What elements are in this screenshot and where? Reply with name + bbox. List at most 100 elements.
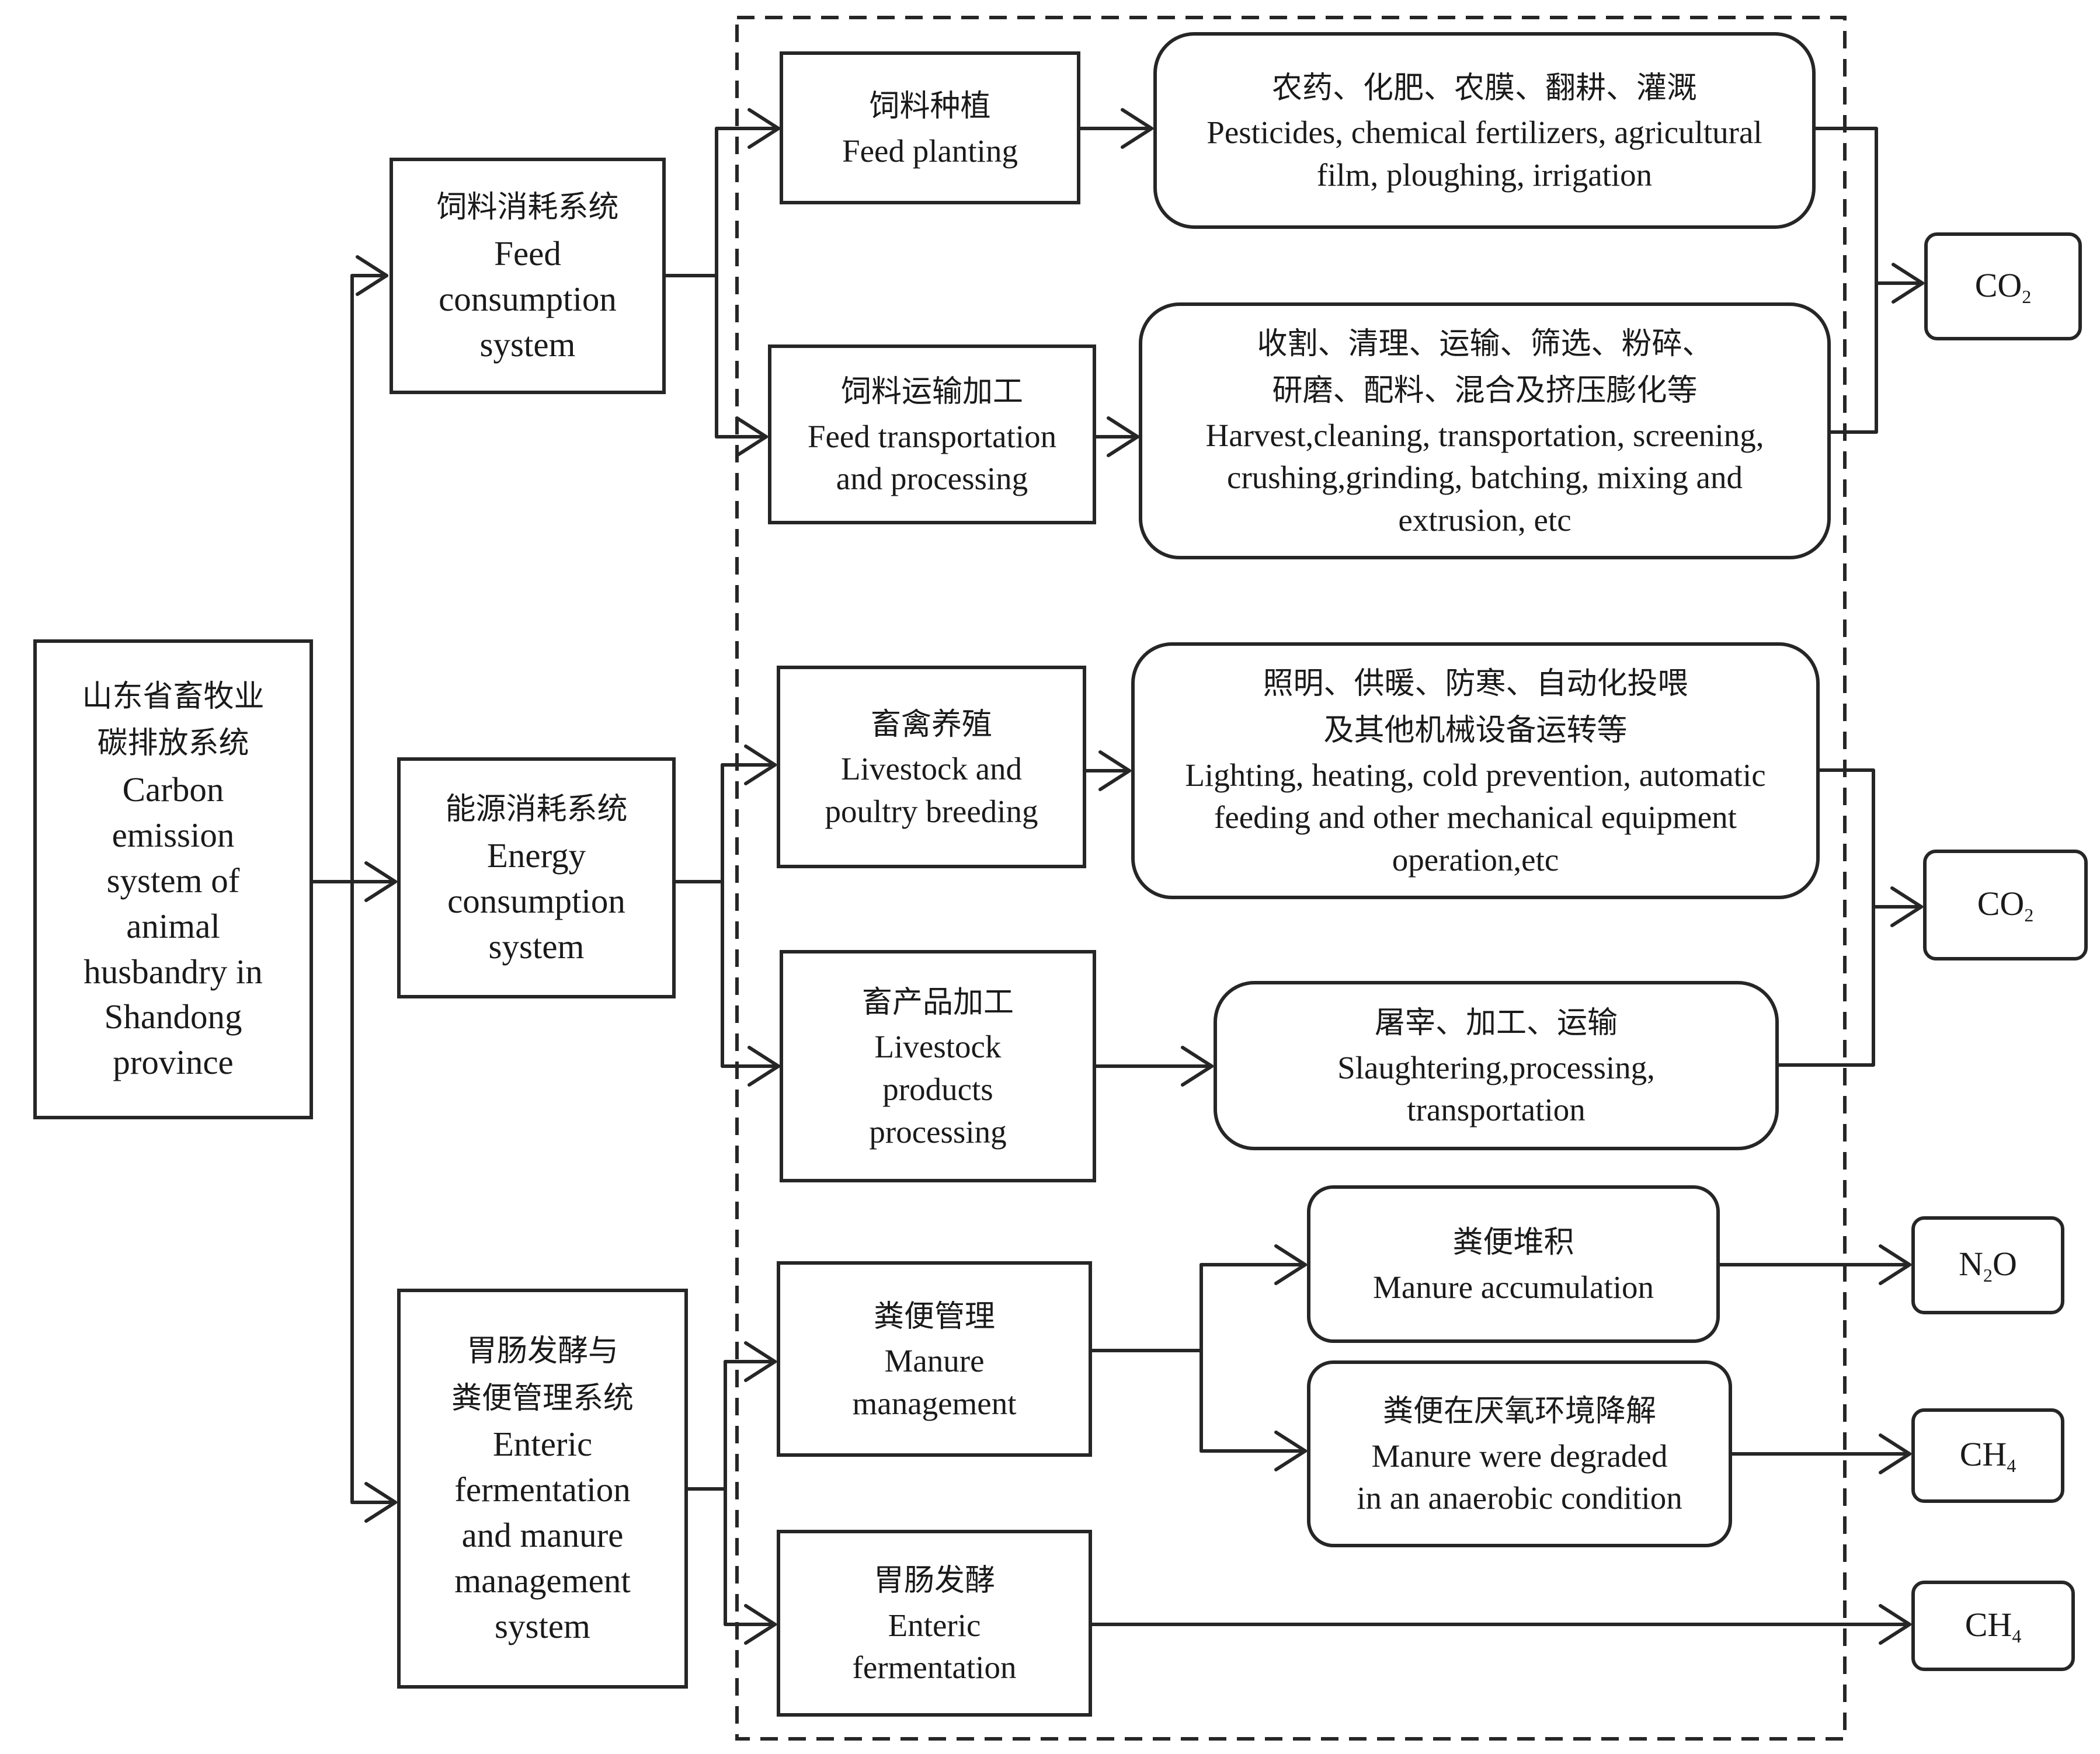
livestock-breeding-box: 畜禽养殖 Livestock and poultry breeding [777, 666, 1086, 868]
planting-inputs-detail-box: 农药、化肥、农膜、翻耕、灌溉 Pesticides, chemical fert… [1153, 32, 1816, 229]
arrowhead [364, 1482, 397, 1523]
feed-transport-processing-box: 饲料运输加工 Feed transportation and processin… [768, 344, 1096, 524]
energy-system-title-zh: 能源消耗系统 [445, 792, 628, 827]
arrowhead [747, 1046, 780, 1087]
enteric-manure-system-box: 胃肠发酵与 粪便管理系统 Enteric fermentation and ma… [397, 1289, 688, 1689]
feed-system-title-en-line-3: system [479, 325, 576, 364]
enteric-fermentation-title-zh: 胃肠发酵 [873, 1563, 995, 1599]
arrowhead [744, 744, 777, 785]
livestock-breeding-title-en-line-1: Livestock and [840, 751, 1023, 787]
enteric-system-title-en-line-1: Enteric [492, 1425, 593, 1464]
planting-detail-en-line-2: film, ploughing, irrigation [1316, 156, 1653, 193]
products-processing-title-en-line-2: products [882, 1071, 993, 1107]
enteric-fermentation-box: 胃肠发酵 Enteric fermentation [777, 1530, 1092, 1717]
arrowhead [1890, 886, 1923, 927]
anaerobic-detail-zh: 粪便在厌氧环境降解 [1382, 1394, 1656, 1429]
enteric-system-title-en-line-2: fermentation [454, 1470, 631, 1509]
co2-label: CO2 [1977, 885, 2034, 926]
energy-system-title-en-line-3: system [488, 927, 585, 966]
arrowhead [1879, 1244, 1911, 1285]
livestock-products-processing-box: 畜产品加工 Livestock products processing [780, 950, 1096, 1182]
feed-transport-title-en-line-1: Feed transportation [807, 418, 1057, 454]
transport-processing-detail-box: 收割、清理、运输、筛选、粉碎、 研磨、配料、混合及挤压膨化等 Harvest,c… [1139, 302, 1831, 559]
root-title-en-line-4: animal [126, 906, 220, 945]
manure-management-title-en-line-2: management [852, 1385, 1017, 1421]
arrowhead [1121, 108, 1153, 149]
co2-output-feed: CO2 [1924, 232, 2082, 340]
n2o-output: N2O [1911, 1216, 2064, 1314]
breeding-detail-zh-line-1: 照明、供暖、防寒、自动化投喂 [1263, 666, 1688, 701]
feed-planting-title-en: Feed planting [842, 133, 1018, 169]
arrowhead [1274, 1244, 1307, 1285]
co2-label: CO2 [1974, 266, 2032, 308]
feed-consumption-system-box: 饲料消耗系统 Feed consumption system [390, 158, 666, 394]
enteric-system-title-en-line-4: management [454, 1561, 631, 1600]
manure-accumulation-box: 粪便堆积 Manure accumulation [1307, 1185, 1720, 1343]
connector-manure-split [1090, 1263, 1203, 1453]
arrowhead [735, 416, 768, 457]
root-title-zh-line-1: 山东省畜牧业 [82, 678, 265, 714]
products-detail-en-line-2: transportation [1407, 1092, 1586, 1128]
arrowhead [744, 1341, 777, 1382]
arrowhead [1181, 1046, 1214, 1087]
root-title-en-line-5: husbandry in [84, 952, 263, 991]
n2o-label: N2O [1959, 1245, 2017, 1286]
root-box: 山东省畜牧业 碳排放系统 Carbon emission system of a… [33, 639, 313, 1119]
transport-detail-en-line-2: crushing,grinding, batching, mixing and [1227, 460, 1743, 496]
root-title-en-line-1: Carbon [122, 770, 224, 809]
dashed-boundary [735, 16, 1847, 1741]
arrowhead [364, 861, 397, 902]
accumulation-detail-en: Manure accumulation [1372, 1269, 1654, 1305]
anaerobic-detail-en-line-2: in an anaerobic condition [1357, 1480, 1682, 1516]
products-processing-title-en-line-1: Livestock [874, 1029, 1002, 1065]
energy-system-title-en-line-2: consumption [447, 881, 625, 920]
breeding-detail-zh-line-2: 及其他机械设备运转等 [1323, 713, 1628, 749]
feed-system-title-zh: 饲料消耗系统 [436, 190, 619, 225]
root-trunk [311, 274, 354, 1504]
enteric-system-title-en-line-5: system [495, 1606, 590, 1645]
arrowhead [1892, 263, 1924, 304]
arrowhead [744, 1604, 777, 1645]
planting-detail-zh: 农药、化肥、农膜、翻耕、灌溉 [1271, 70, 1697, 106]
connector-energy-split [674, 763, 724, 1068]
products-detail-zh: 屠宰、加工、运输 [1374, 1005, 1618, 1041]
breeding-detail-en-line-1: Lighting, heating, cold prevention, auto… [1185, 757, 1766, 793]
arrowhead [1879, 1604, 1911, 1645]
accumulation-detail-zh: 粪便堆积 [1452, 1225, 1574, 1261]
products-processing-title-en-line-3: processing [869, 1113, 1007, 1150]
livestock-breeding-title-en-line-2: poultry breeding [825, 793, 1038, 829]
connector-enteric-split [686, 1360, 727, 1626]
connector-co2-energy-merge [1777, 768, 1923, 1067]
arrowhead [1274, 1431, 1307, 1471]
arrowhead [356, 255, 388, 296]
breeding-detail-en-line-2: feeding and other mechanical equipment [1214, 799, 1737, 836]
energy-system-title-en-line-1: Energy [486, 836, 586, 875]
ch4-output-enteric: CH4 [1911, 1581, 2075, 1671]
manure-management-title-en-line-1: Manure [884, 1343, 985, 1379]
anaerobic-detail-en-line-1: Manure were degraded [1371, 1438, 1668, 1474]
enteric-fermentation-title-en-line-2: fermentation [852, 1649, 1017, 1686]
root-title-en-line-2: emission [112, 815, 235, 854]
manure-management-title-zh: 粪便管理 [873, 1299, 995, 1334]
feed-system-title-en-line-2: consumption [439, 279, 617, 318]
root-title-en-line-3: system of [106, 861, 240, 900]
manure-management-box: 粪便管理 Manure management [777, 1261, 1092, 1457]
enteric-system-title-en-line-3: and manure [461, 1516, 624, 1555]
anaerobic-degradation-box: 粪便在厌氧环境降解 Manure were degraded in an ana… [1307, 1360, 1732, 1547]
breeding-detail-en-line-3: operation,etc [1392, 841, 1559, 878]
feed-system-title-en-line-1: Feed [494, 234, 561, 273]
ch4-label: CH4 [1959, 1435, 2016, 1477]
arrowhead [1107, 416, 1139, 457]
arrowhead [1879, 1433, 1911, 1474]
feed-transport-title-en-line-2: and processing [836, 461, 1028, 497]
feed-planting-box: 饲料种植 Feed planting [780, 51, 1080, 204]
ch4-label: CH4 [1965, 1605, 2022, 1647]
root-title-en-line-7: province [113, 1043, 234, 1082]
breeding-energy-detail-box: 照明、供暖、防寒、自动化投喂 及其他机械设备运转等 Lighting, heat… [1131, 642, 1820, 899]
connector-co2-feed-merge [1814, 127, 1924, 434]
connector-feed-split [664, 127, 718, 439]
ch4-output-manure: CH4 [1911, 1408, 2064, 1503]
transport-detail-en-line-3: extrusion, etc [1398, 502, 1571, 538]
transport-detail-zh-line-2: 研磨、配料、混合及挤压膨化等 [1272, 373, 1698, 409]
arrowhead [747, 108, 780, 149]
